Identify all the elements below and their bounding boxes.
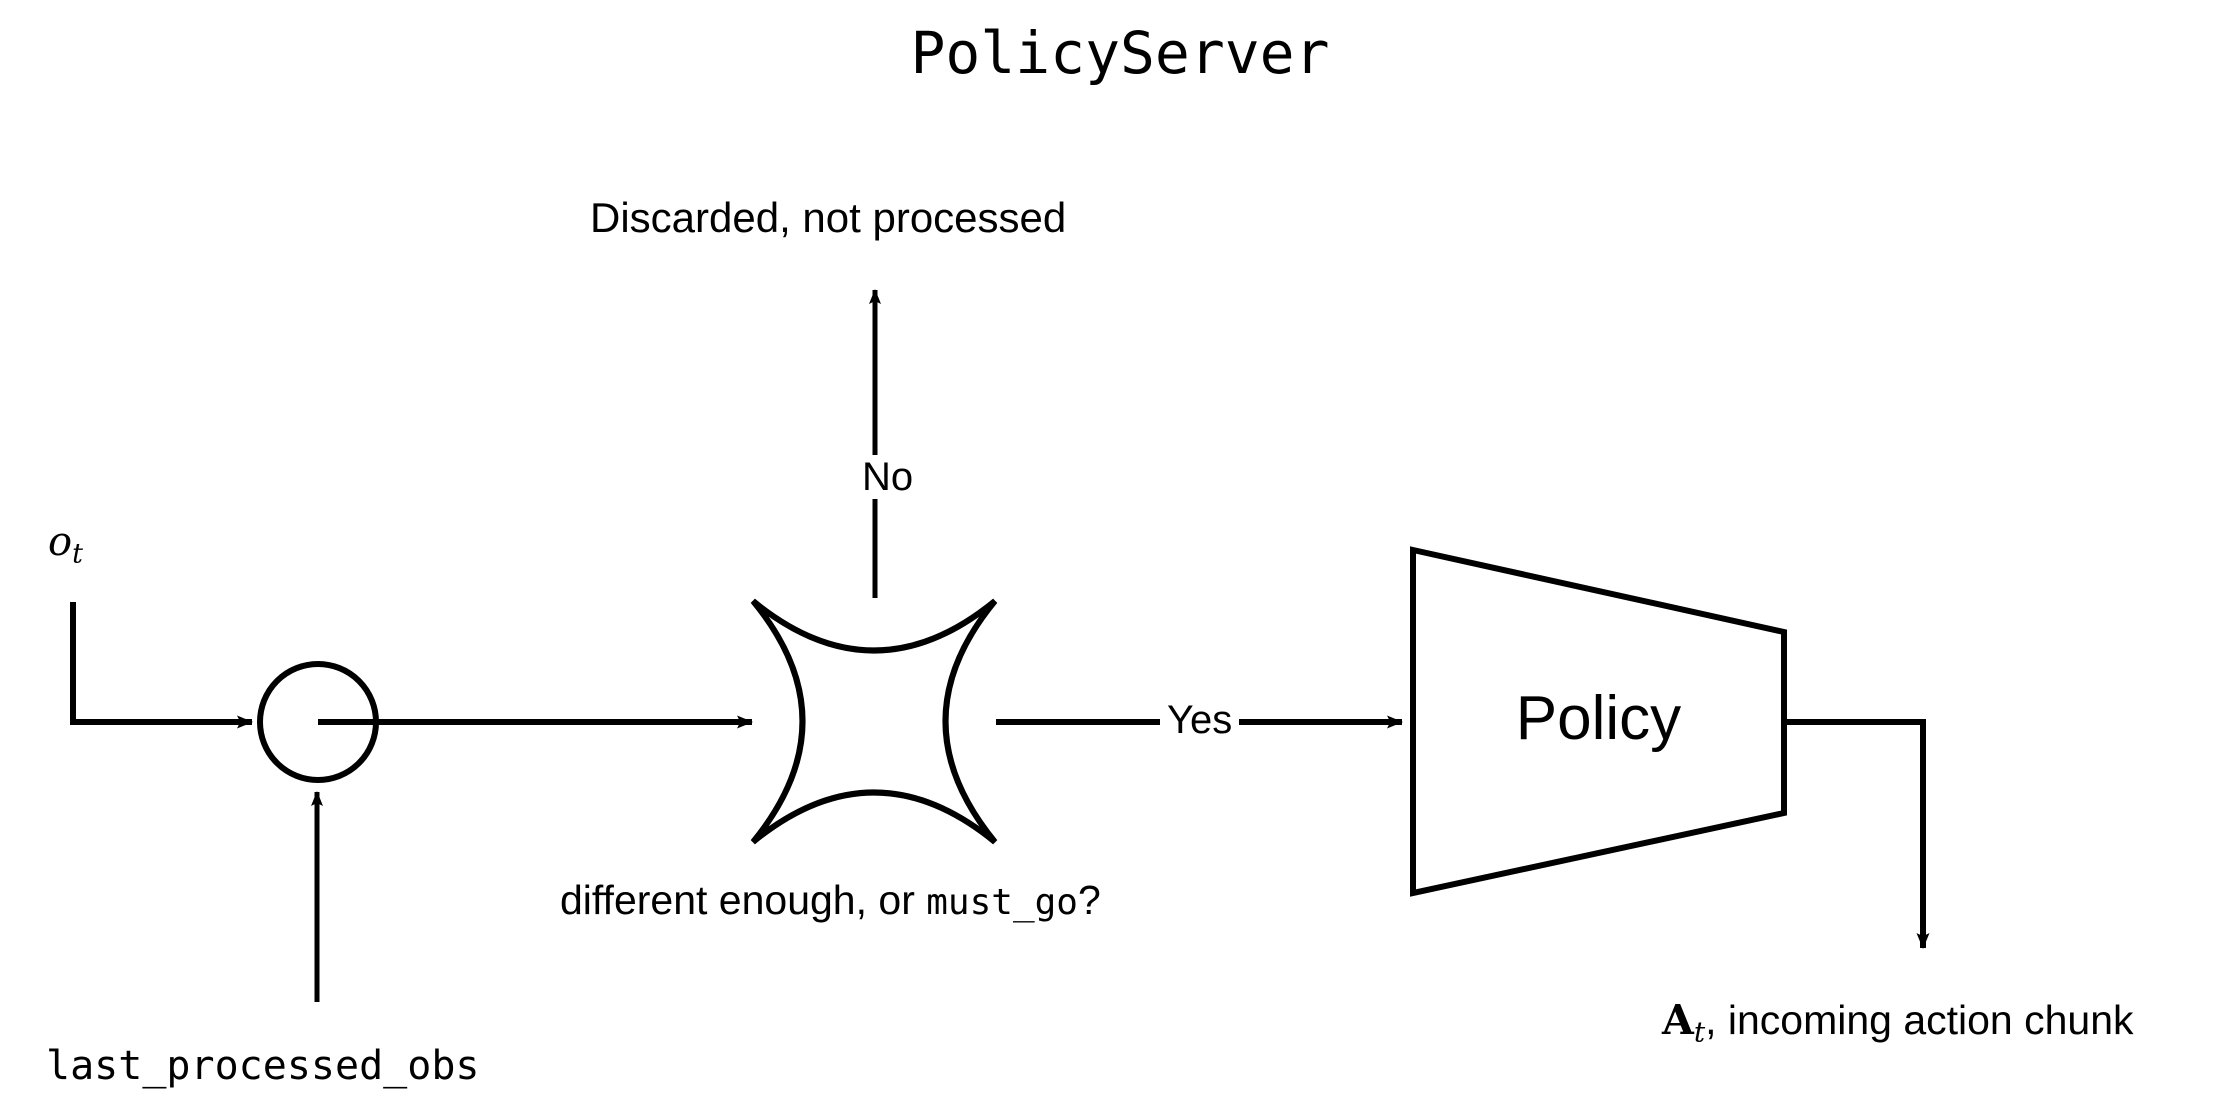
decision-condition-label: different enough, or must_go?	[560, 880, 1101, 921]
observation-input-path	[70, 602, 253, 729]
action-chunk-symbol: A	[1662, 996, 1694, 1044]
policy-block-label: Policy	[1515, 684, 1682, 753]
action-chunk-output-path	[1784, 719, 1930, 949]
yes-branch-label: Yes	[1160, 698, 1240, 742]
decision-label-code: must_go	[926, 882, 1078, 923]
page-title: PolicyServer	[910, 19, 1330, 87]
last-processed-obs-label: last_processed_obs	[46, 1043, 480, 1089]
decision-label-suffix: ?	[1077, 877, 1101, 923]
policy-block	[1410, 546, 1787, 897]
action-chunk-description: , incoming action chunk	[1705, 997, 2134, 1043]
action-chunk-output-label: At, incoming action chunk	[1662, 1000, 2134, 1046]
observation-subscript: t	[72, 538, 83, 570]
no-branch-label: No	[856, 455, 920, 499]
observation-symbol: o	[48, 519, 73, 565]
decision-label-prefix: different enough, or	[560, 877, 927, 923]
action-chunk-subscript: t	[1693, 1015, 1706, 1049]
discarded-branch-label: Discarded, not processed	[590, 194, 1067, 241]
decision-star	[750, 598, 998, 845]
observation-input-label: ot	[48, 522, 83, 568]
